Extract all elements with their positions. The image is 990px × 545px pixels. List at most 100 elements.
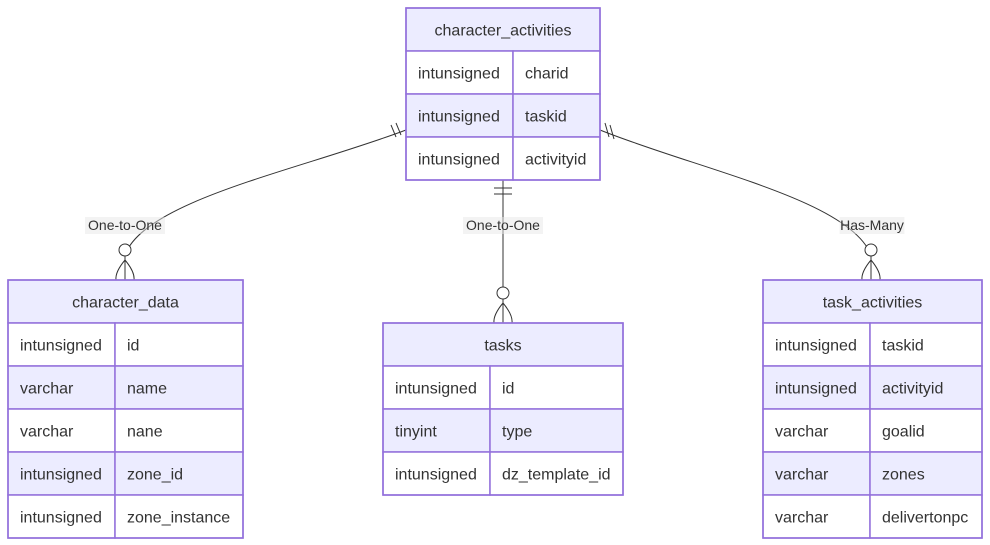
attribute-type: intunsigned (20, 510, 102, 527)
attribute-name: taskid (525, 109, 567, 126)
cardinality-zero-or-more-marker (861, 243, 881, 281)
attribute-name: goalid (882, 424, 925, 441)
attribute-name-cell (869, 365, 983, 410)
cardinality-zero-or-more-marker (493, 286, 513, 324)
relationship-label: One-to-One (85, 217, 165, 234)
relationship-character_activities-task_activities (599, 122, 881, 281)
attribute-name-cell (489, 408, 624, 453)
attribute-type-cell (762, 494, 871, 539)
attribute-row: varchar delivertonpc (762, 494, 983, 539)
attribute-name-cell (114, 451, 244, 496)
relationship-label-text: Has-Many (840, 217, 904, 233)
attribute-row: intunsigned id (382, 365, 624, 410)
entity-title: character_activities (435, 23, 572, 40)
relationship-label: Has-Many (839, 217, 905, 234)
attribute-row: intunsigned activityid (762, 365, 983, 410)
attribute-row: varchar goalid (762, 408, 983, 453)
attribute-type-cell (382, 408, 491, 453)
entity-title: tasks (484, 338, 521, 355)
entity-border (7, 279, 244, 539)
relationship-line (599, 129, 872, 280)
attribute-name-cell (489, 365, 624, 410)
entity-header (405, 7, 601, 52)
cardinality-exactly-one-marker (604, 122, 615, 140)
attribute-type: intunsigned (418, 66, 500, 83)
relationship-label: One-to-One (463, 217, 543, 234)
attribute-type-cell (7, 451, 116, 496)
relationship-labels-layer: One-to-One One-to-One Has-Many (85, 217, 905, 234)
attribute-row: varchar name (7, 365, 244, 410)
attribute-row: intunsigned id (7, 322, 244, 367)
attribute-row: intunsigned activityid (405, 136, 601, 181)
attribute-type: varchar (20, 424, 74, 441)
attribute-name: zone_id (127, 467, 183, 484)
attribute-type: tinyint (395, 424, 437, 441)
entity-border (762, 279, 983, 539)
attribute-name-cell (489, 451, 624, 496)
attribute-type: varchar (775, 510, 829, 527)
attribute-name-cell (869, 408, 983, 453)
attribute-name: zones (882, 467, 925, 484)
attribute-row: varchar nane (7, 408, 244, 453)
attribute-row: varchar zones (762, 451, 983, 496)
attribute-row: intunsigned zone_instance (7, 494, 244, 539)
relationship-line (124, 129, 407, 280)
attribute-type-cell (382, 451, 491, 496)
relationship-label-text: One-to-One (88, 217, 162, 233)
attribute-type: varchar (775, 467, 829, 484)
attribute-name: id (502, 381, 514, 398)
attribute-name: zone_instance (127, 510, 230, 527)
attribute-name-cell (869, 451, 983, 496)
attribute-name-cell (512, 50, 601, 95)
attribute-name-cell (114, 322, 244, 367)
attribute-type: intunsigned (395, 381, 477, 398)
attribute-type: intunsigned (20, 338, 102, 355)
entity-title: character_data (72, 295, 179, 312)
relationship-label-text: One-to-One (466, 217, 540, 233)
attribute-type: intunsigned (775, 381, 857, 398)
attribute-row: intunsigned zone_id (7, 451, 244, 496)
attribute-type: intunsigned (775, 338, 857, 355)
attribute-row: intunsigned taskid (405, 93, 601, 138)
attribute-name: nane (127, 424, 163, 441)
attribute-name: activityid (525, 152, 586, 169)
attribute-name: name (127, 381, 167, 398)
attribute-name: type (502, 424, 532, 441)
attribute-name: charid (525, 66, 569, 83)
entity-border (382, 322, 624, 496)
attribute-name: delivertonpc (882, 510, 968, 527)
cardinality-zero-or-more-marker (115, 243, 135, 281)
entity-tasks: tasks intunsigned id tinyint type intunsigned… (382, 322, 624, 496)
attribute-name: id (127, 338, 139, 355)
attribute-name: taskid (882, 338, 924, 355)
attribute-type-cell (7, 408, 116, 453)
entity-border (405, 7, 601, 181)
relationships-layer (115, 122, 881, 324)
attribute-row: intunsigned taskid (762, 322, 983, 367)
attribute-row: tinyint type (382, 408, 624, 453)
attribute-row: intunsigned charid (405, 50, 601, 95)
relationship-character_activities-tasks (493, 180, 513, 324)
relationship-character_activities-character_data (115, 122, 407, 281)
attribute-type: intunsigned (20, 467, 102, 484)
attribute-type: intunsigned (418, 109, 500, 126)
attribute-type-cell (405, 136, 514, 181)
attribute-type: varchar (775, 424, 829, 441)
attribute-type: varchar (20, 381, 74, 398)
entity-title: task_activities (823, 295, 923, 312)
attribute-name-cell (114, 365, 244, 410)
cardinality-exactly-one-marker (390, 122, 402, 138)
attribute-type-cell (405, 50, 514, 95)
cardinality-exactly-one-marker (494, 187, 512, 195)
attribute-type-cell (7, 365, 116, 410)
attribute-name: activityid (882, 381, 943, 398)
attribute-type: intunsigned (395, 467, 477, 484)
attribute-type-cell (405, 93, 514, 138)
attribute-type: intunsigned (418, 152, 500, 169)
